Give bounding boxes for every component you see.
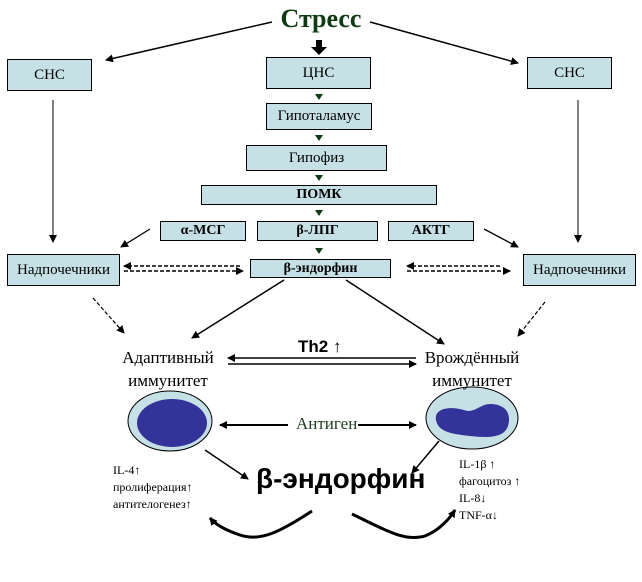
curved-arrow-to-adaptive-effects xyxy=(208,509,313,539)
adrenal-left-box: Надпочечники xyxy=(7,254,120,286)
effect-phagocytosis: фагоцитоз ↑ xyxy=(459,474,521,488)
effect-il4: IL-4↑ xyxy=(113,463,141,477)
sns-left-box: СНС xyxy=(7,59,92,91)
beta-endorphin-center-label: β-эндорфин xyxy=(256,463,426,494)
beta-endorphin-box: β-эндорфин xyxy=(250,259,391,278)
alpha-msh-box: α-МСГ xyxy=(160,221,246,241)
effect-tnf-alpha: TNF-α↓ xyxy=(459,508,498,522)
hypothalamus-box: Гипоталамус xyxy=(266,103,372,130)
arrow-amsh-to-adrenal xyxy=(120,228,151,248)
adaptive-effects-list: IL-4↑ пролиферация↑ антителогенез↑ xyxy=(113,462,192,513)
adaptive-line1: Адаптивный xyxy=(122,348,214,367)
pomc-box: ПОМК xyxy=(201,185,437,205)
acth-box: АКТГ xyxy=(388,221,474,241)
antigen-label: Антиген xyxy=(296,414,358,433)
beta-lph-box: β-ЛПГ xyxy=(257,221,378,241)
innate-line1: Врождённый xyxy=(424,348,520,367)
innate-effects-list: IL-1β ↑ фагоцитоз ↑ IL-8↓ TNF-α↓ xyxy=(459,456,520,524)
effect-proliferation: пролиферация↑ xyxy=(113,480,193,494)
arrow-pituitary-to-pomc xyxy=(315,175,323,181)
effect-antibody-genesis: антителогенез↑ xyxy=(113,497,192,511)
arrow-acth-to-adrenal xyxy=(483,228,519,248)
innate-immunity-label: Врождённый иммунитет xyxy=(414,346,530,392)
dashed-arrow-adrenal-to-adaptive xyxy=(92,297,125,334)
up-arrow-icon: ↑ xyxy=(332,337,342,356)
arrow-hypothalamus-to-pituitary xyxy=(315,135,323,141)
dashed-arrow-adrenal-to-innate xyxy=(517,301,546,337)
neutrophil-cell-icon xyxy=(425,386,519,450)
stress-title: Стресс xyxy=(280,4,362,33)
adaptive-immunity-label: Адаптивный иммунитет xyxy=(110,346,226,392)
curved-arrow-to-innate-effects xyxy=(351,509,457,539)
arrow-blph-to-bend xyxy=(315,248,323,254)
arrow-stress-to-sns-left xyxy=(105,21,273,63)
arrow-pomc-to-blph xyxy=(315,210,323,216)
sns-right-box: СНС xyxy=(527,57,612,89)
arrow-bend-to-adaptive xyxy=(191,279,285,339)
arrow-bend-to-innate xyxy=(345,279,445,345)
lymphocyte-cell-icon xyxy=(127,390,213,452)
arrow-adaptive-to-center xyxy=(204,449,249,480)
cns-box: ЦНС xyxy=(266,57,371,89)
arrow-stress-to-sns-right xyxy=(369,21,519,65)
effect-il8: IL-8↓ xyxy=(459,491,487,505)
adrenal-right-box: Надпочечники xyxy=(523,254,636,286)
arrow-cns-to-hypothalamus xyxy=(315,94,323,100)
effect-il1b: IL-1β ↑ xyxy=(459,457,496,471)
th2-label: Th2 ↑ xyxy=(298,337,341,357)
innate-line2: иммунитет xyxy=(432,371,512,390)
adaptive-line2: иммунитет xyxy=(128,371,208,390)
pituitary-box: Гипофиз xyxy=(246,145,387,171)
arrow-stress-to-cns xyxy=(316,40,322,47)
arrow-innate-to-center xyxy=(411,440,440,474)
th2-text: Th2 xyxy=(298,337,329,356)
